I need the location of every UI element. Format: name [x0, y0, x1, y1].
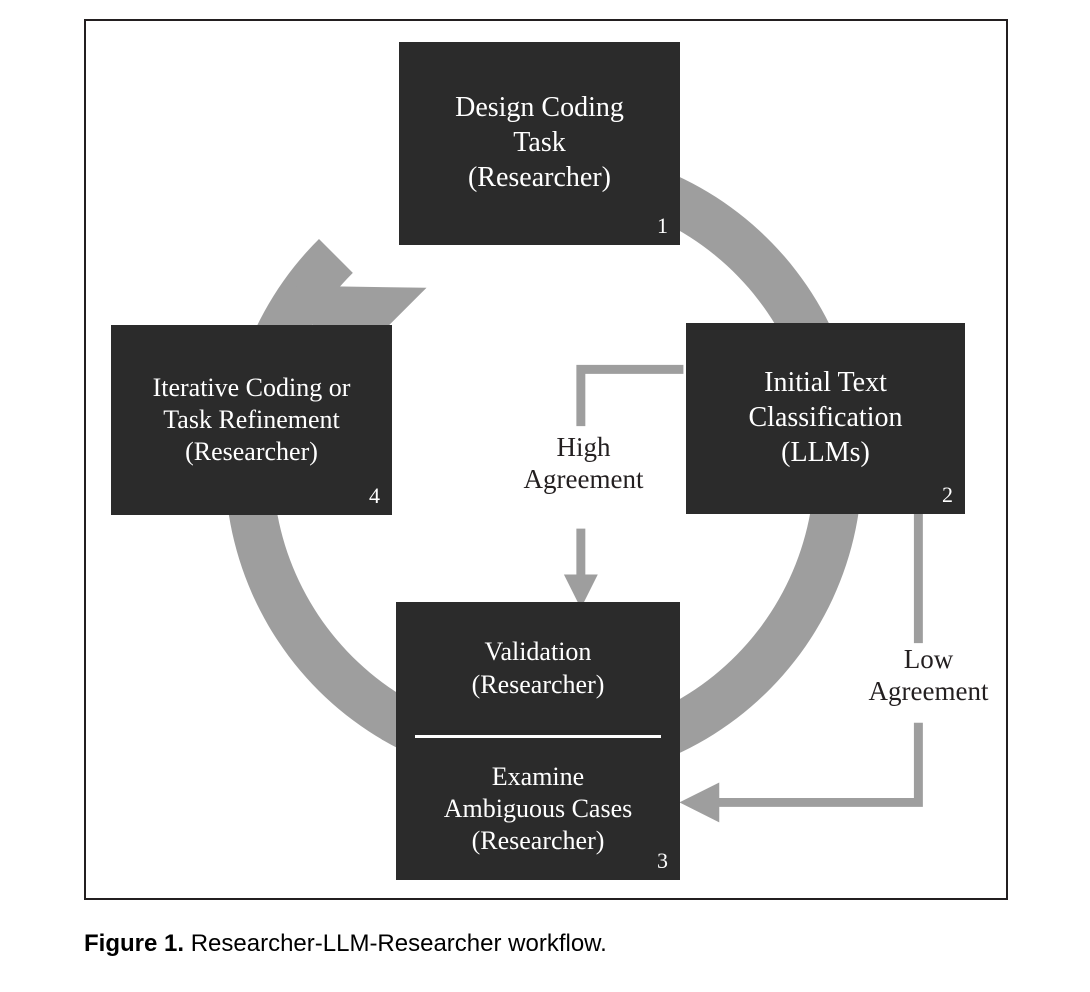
node-validation-label: Validation (Researcher): [471, 637, 605, 699]
figure-caption: Figure 1. Researcher-LLM-Researcher work…: [84, 930, 1024, 958]
node-section-divider: [415, 735, 661, 738]
figure-frame: High Agreement Low Agreement Design Codi…: [84, 19, 1008, 900]
node-validation-examine[interactable]: Validation (Researcher) Examine Ambiguou…: [396, 602, 680, 880]
node-examine-ambiguous-cases-label: Examine Ambiguous Cases (Researcher): [443, 761, 633, 856]
edge-label-high-agreement: High Agreement: [496, 431, 671, 496]
edge-label-low-agreement-line1: Low Agreement: [868, 644, 989, 707]
figure-caption-text: Researcher-LLM-Researcher workflow.: [190, 930, 607, 957]
node-validation-examine-index: 3: [657, 847, 668, 873]
node-iterative-coding[interactable]: Iterative Coding or Task Refinement (Res…: [111, 325, 392, 515]
low-agreement-connector: [679, 511, 923, 823]
node-examine-section: Examine Ambiguous Cases (Researcher): [396, 738, 680, 880]
edge-label-high-agreement-line1: High Agreement: [523, 432, 644, 495]
node-initial-text-classification[interactable]: Initial Text Classification (LLMs) 2: [686, 323, 965, 514]
high-agreement-connector: [563, 364, 684, 609]
node-iterative-coding-label: Iterative Coding or Task Refinement (Res…: [152, 372, 351, 467]
node-iterative-coding-index: 4: [369, 482, 380, 508]
node-design-coding-task[interactable]: Design Coding Task (Researcher) 1: [399, 42, 680, 245]
edge-label-low-agreement: Low Agreement: [846, 643, 1011, 708]
node-initial-text-classification-index: 2: [942, 481, 953, 507]
figure-caption-label: Figure 1.: [84, 930, 185, 957]
node-validation-section: Validation (Researcher): [396, 602, 680, 735]
node-initial-text-classification-label: Initial Text Classification (LLMs): [748, 367, 903, 468]
node-design-coding-task-label: Design Coding Task (Researcher): [455, 92, 624, 193]
node-design-coding-task-index: 1: [657, 212, 668, 238]
